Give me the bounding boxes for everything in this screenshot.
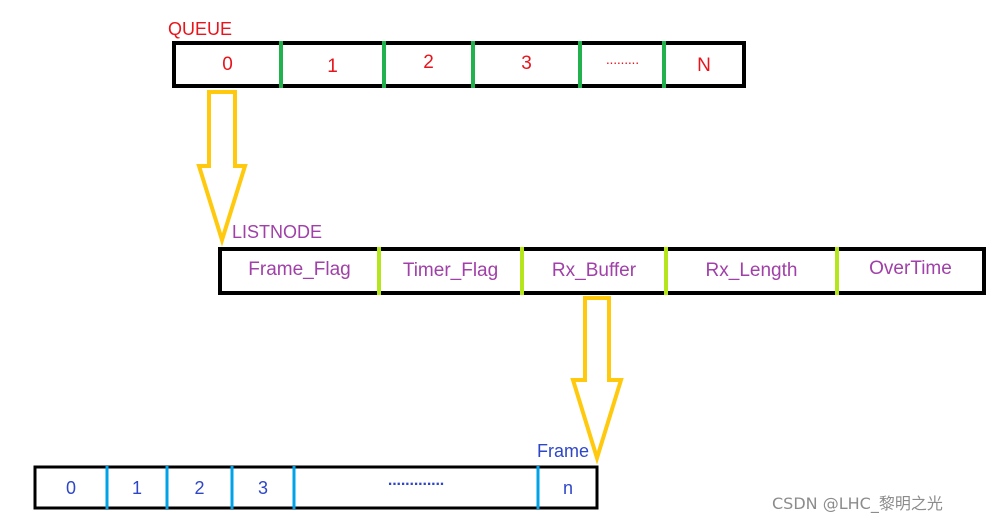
frame-cell-0: 0 <box>65 477 76 498</box>
queue-cell-0: 0 <box>222 54 233 75</box>
listnode-field-overtime: OverTime <box>869 258 952 279</box>
queue-box <box>172 41 746 88</box>
queue-cell-2: 2 <box>423 52 434 73</box>
queue-cell-ellipsis: ········· <box>605 54 640 70</box>
listnode-field-frame-flag: Frame_Flag <box>248 259 351 280</box>
queue-cell-1: 1 <box>327 56 338 77</box>
frame-cell-1: 1 <box>131 477 142 498</box>
listnode-title: LISTNODE <box>232 222 323 242</box>
frame-cell-3: 3 <box>257 477 268 498</box>
frame-title: Frame <box>537 441 590 461</box>
queue-cell-3: 3 <box>521 53 532 74</box>
down-arrow-queue-to-listnode <box>196 90 248 247</box>
listnode-field-rx-length: Rx_Length <box>705 260 798 281</box>
listnode-box <box>218 247 986 295</box>
watermark: CSDN @LHC_黎明之光 <box>772 494 943 513</box>
frame-cell-ellipsis: ············· <box>387 476 445 493</box>
frame-cell-n: n <box>562 477 573 498</box>
frame-cell-2: 2 <box>194 477 205 498</box>
queue-cell-n: N <box>697 55 711 76</box>
listnode-field-rx-buffer: Rx_Buffer <box>551 260 637 281</box>
listnode-field-timer-flag: Timer_Flag <box>402 260 499 281</box>
frame-box <box>33 465 599 510</box>
queue-title: QUEUE <box>168 19 233 39</box>
down-arrow-rxbuffer-to-frame <box>570 296 624 465</box>
